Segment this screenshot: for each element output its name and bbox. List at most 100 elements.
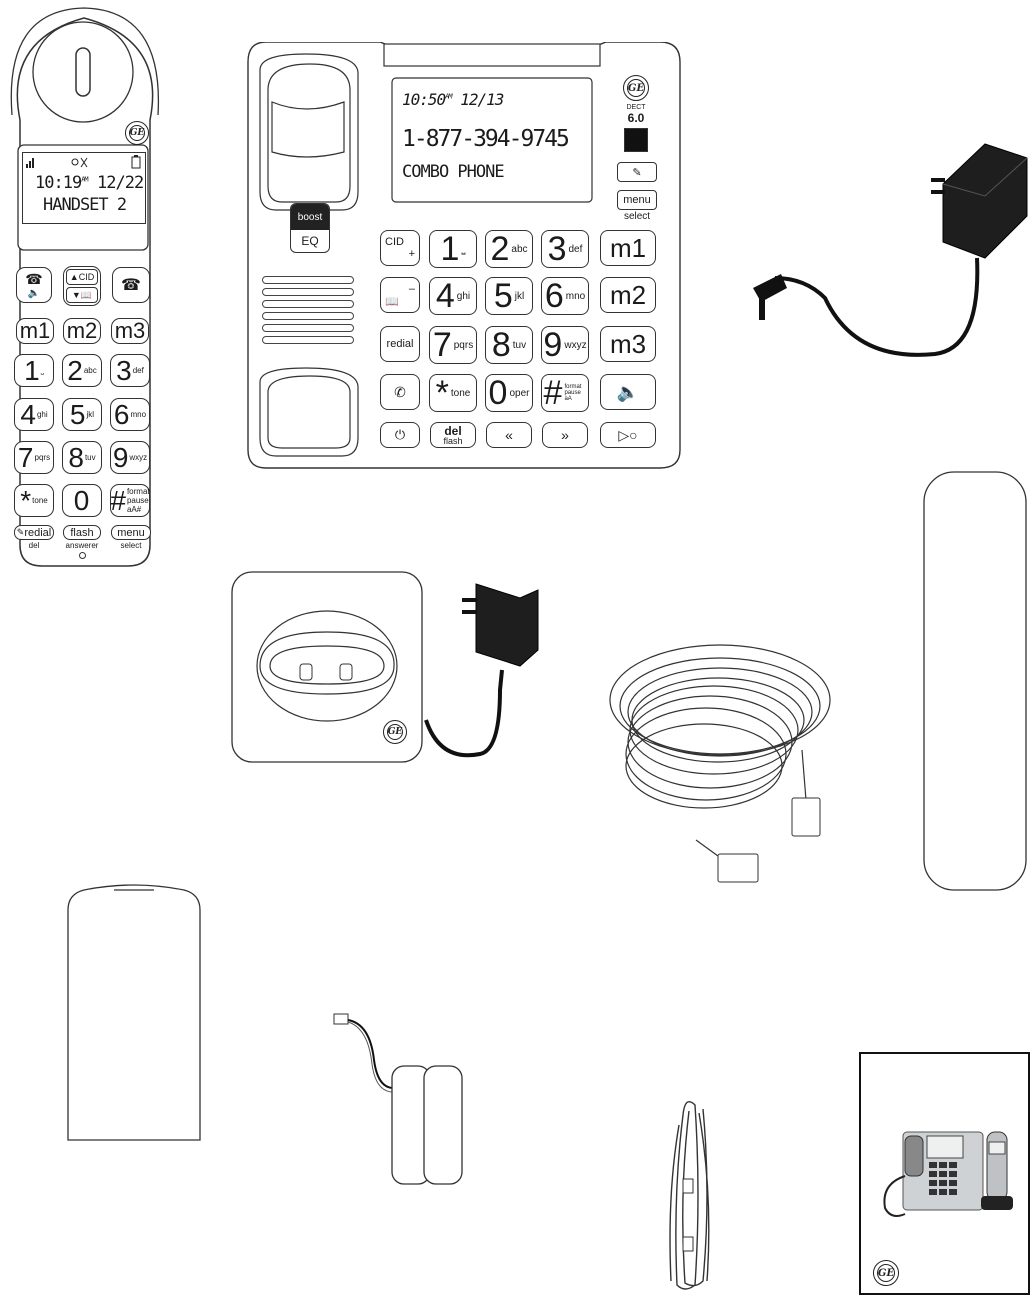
key-letters: ghi [36, 410, 48, 419]
key-digit: 9 [112, 441, 129, 473]
key-letters: tone [32, 496, 48, 505]
key-digit: 1 [24, 354, 40, 386]
handset-redial-button[interactable]: ✎redial [14, 525, 54, 540]
cid-nav-button[interactable]: ▲CID ▼📖 [63, 266, 101, 306]
key-digit: 3 [116, 354, 132, 386]
speaker-grill-slot [262, 324, 354, 332]
boost-eq-button[interactable]: boost EQ [290, 203, 330, 253]
key-letters: tuv [512, 339, 527, 351]
handset-key-star[interactable]: *tone [14, 484, 54, 517]
select-label: select [120, 541, 142, 550]
base-ge-logo-icon: GE [623, 75, 649, 101]
battery-compartment-cover [67, 884, 201, 1141]
handset-status-icons [26, 155, 141, 169]
phone-icon: ☎ [25, 271, 43, 287]
key-digit: 2 [490, 230, 510, 268]
base-speaker-button[interactable]: 🔈 [600, 374, 656, 410]
key-digit: 7 [432, 326, 452, 364]
handset-lcd: 10:19AM 12/22 HANDSET 2 [22, 152, 146, 224]
base-cid-button[interactable]: CID+ [380, 230, 420, 266]
base-menu-button[interactable]: menu [617, 190, 657, 210]
base-play-stop-button[interactable]: ▷○ [600, 422, 656, 448]
base-redial-button[interactable]: redial [380, 326, 420, 362]
handset-m1-button[interactable]: m1 [16, 318, 54, 344]
base-select-label: select [623, 211, 651, 222]
key-letters: jkl [86, 410, 95, 419]
key-letters: pqrs [453, 339, 474, 351]
base-fast-forward-button[interactable]: » [542, 422, 588, 448]
dect-label: DECT [626, 104, 646, 111]
key-letters: format pause aA# [126, 487, 150, 514]
book-icon: 📖 [385, 295, 399, 308]
cid-up-button[interactable]: ▲CID [66, 269, 98, 285]
base-power-button[interactable]: ⏻ [380, 422, 420, 448]
del-label: del [28, 541, 40, 550]
base-m2-button[interactable]: m2 [600, 277, 656, 313]
key-letters: wxyz [564, 339, 587, 351]
key-letters: abc [511, 243, 528, 255]
base-phonebook-button[interactable]: –📖 [380, 277, 420, 313]
phonebook-down-button[interactable]: ▼📖 [66, 287, 98, 303]
rewind-icon: « [505, 427, 513, 443]
mute-icon: ✎ [16, 527, 25, 537]
base-key-star[interactable]: *tone [429, 374, 477, 412]
key-letters: ghi [456, 290, 471, 302]
end-call-button[interactable]: ☎ [112, 267, 150, 303]
base-m1-button[interactable]: m1 [600, 230, 656, 266]
key-digit: 1 [440, 230, 460, 268]
handset-key-pound[interactable]: #format pause aA# [110, 484, 150, 517]
key-digit: 5 [493, 277, 513, 315]
answerer-label: answerer [65, 541, 99, 550]
signal-icon [26, 158, 34, 168]
key-digit: # [110, 484, 126, 516]
key-letters: ⎵ [40, 365, 44, 375]
talk-speaker-button[interactable]: ☎ 🔈 [16, 267, 52, 303]
base-key-pound[interactable]: #format pause aA [541, 374, 589, 412]
base-headset-button[interactable]: ✆ [380, 374, 420, 410]
handset-key-0[interactable]: 0 [62, 484, 102, 517]
key-digit: # [543, 374, 563, 412]
key-digit: * [435, 374, 449, 412]
wall-mount-bracket [923, 471, 1027, 891]
energy-star-icon [624, 128, 648, 152]
handset-key-1[interactable]: 1⎵ [14, 354, 54, 387]
handset-flash-button[interactable]: flash [63, 525, 101, 540]
key-letters: mno [565, 290, 586, 302]
user-manual: GE [859, 1052, 1030, 1295]
key-letters: ⎵ [461, 243, 466, 255]
key-letters: jkl [514, 290, 525, 302]
base-mute-button[interactable]: ✎ [617, 162, 657, 182]
speaker-grill-slot [262, 276, 354, 284]
handset-m2-button[interactable]: m2 [63, 318, 101, 344]
base-m3-button[interactable]: m3 [600, 326, 656, 362]
handset-menu-button[interactable]: menu [111, 525, 151, 540]
charger-outline [231, 571, 539, 763]
key-letters: tuv [84, 453, 96, 462]
base-rewind-button[interactable]: « [486, 422, 532, 448]
key-letters: pqrs [34, 453, 51, 462]
handset-m3-button[interactable]: m3 [111, 318, 149, 344]
play-stop-icon: ▷○ [618, 426, 638, 443]
speaker-grill-slot [262, 312, 354, 320]
handset-icon: ✆ [394, 383, 406, 400]
base-key-1[interactable]: 1⎵ [429, 230, 477, 268]
speaker-icon: 🔈 [27, 288, 41, 299]
